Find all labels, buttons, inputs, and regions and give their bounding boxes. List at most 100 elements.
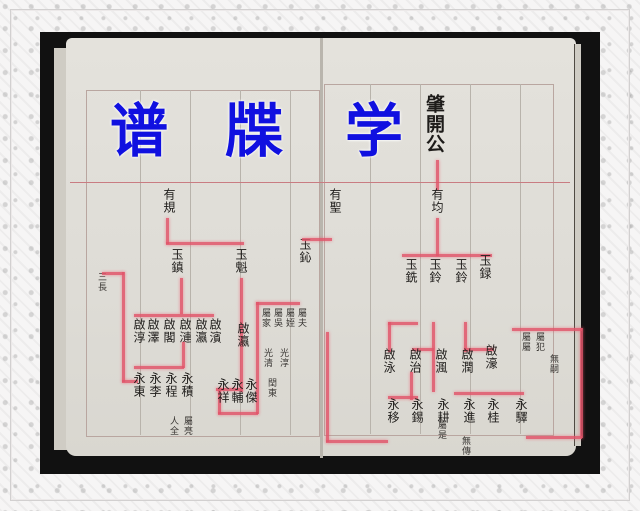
genealogy-book-photo: 谱 牒 学 肇開公 有均 有聖 玉銑 玉鈴 玉鈴 玉録 啟泳 啟治 啟渢 啟潤 … (40, 32, 600, 474)
gen4-name: 永程 (164, 372, 178, 398)
column-line (370, 84, 371, 434)
right-page-rule-box (324, 84, 554, 436)
gen4-name: 永耕 (436, 398, 450, 424)
note: 光清 (262, 348, 272, 368)
lineage-line (388, 322, 418, 325)
lineage-line (388, 396, 418, 399)
gen4-name: 永移 (386, 398, 400, 424)
gen3-name: 啟澤 (146, 318, 160, 344)
column-line (420, 84, 421, 434)
column-line (140, 90, 141, 435)
lineage-line (134, 366, 184, 369)
gen2-name: 玉鈊 (298, 238, 312, 264)
gen4-name: 永祥 (216, 378, 230, 404)
note: 無傳 (460, 436, 470, 456)
gen4-name: 永桂 (486, 398, 500, 424)
lineage-line (256, 302, 300, 305)
lineage-line (182, 342, 185, 368)
note: 屬吳 (272, 308, 282, 328)
gen1-yousheng: 有聖 (328, 188, 342, 214)
lineage-line (432, 322, 435, 392)
gen3-name: 啟漣 (178, 318, 192, 344)
lineage-line (180, 278, 183, 314)
title-char-pu: 谱 (110, 97, 169, 165)
title-char-die: 牒 (225, 97, 284, 165)
lineage-line (410, 372, 413, 400)
side-note: 三長 (96, 272, 106, 292)
note: 屬姪 (284, 308, 294, 328)
lineage-line (166, 218, 169, 244)
column-line (290, 90, 291, 435)
note: 屬亮 (182, 416, 192, 436)
gen2-name: 玉魁 (234, 248, 248, 274)
gen3-name: 啟濠 (484, 344, 498, 370)
left-page-rule-box (86, 90, 320, 437)
note: 無嗣 (548, 354, 558, 374)
ancestor-name: 肇開公 (423, 94, 445, 154)
gen4-name: 永積 (180, 372, 194, 398)
lineage-line (218, 412, 258, 415)
note: 屬是 (436, 420, 446, 440)
title-char-xue: 学 (345, 97, 404, 165)
lineage-line (526, 436, 582, 439)
right-page (322, 38, 576, 456)
gen3-name: 啟濱 (208, 318, 222, 344)
gen3-name: 啟泳 (382, 348, 396, 374)
lineage-line (412, 348, 434, 351)
gen3-name: 啟淳 (132, 318, 146, 344)
book-page-edges-right (574, 44, 581, 446)
lineage-line (122, 380, 138, 383)
gen4-name: 永李 (148, 372, 162, 398)
gen3-name: 啟閣 (162, 318, 176, 344)
note: 屬家 (260, 308, 270, 328)
gen3-name: 啟潤 (460, 348, 474, 374)
lineage-line (388, 322, 391, 352)
lineage-line (454, 392, 524, 395)
gen2-name: 玉鈴 (454, 258, 468, 284)
column-line (190, 90, 191, 435)
gen2-name: 玉録 (478, 254, 492, 280)
left-page (66, 38, 322, 456)
lineage-line (326, 440, 388, 443)
gen3-name: 啟瀛 (194, 318, 208, 344)
note: 屬夫 (296, 308, 306, 328)
lineage-line (216, 388, 242, 391)
frame-border (10, 9, 630, 501)
lineage-line (302, 238, 332, 241)
lineage-line (326, 332, 329, 442)
column-line (520, 84, 521, 434)
note: 光淳 (278, 348, 288, 368)
lineage-line (580, 328, 583, 438)
note: 閏東 (266, 378, 276, 398)
gen4-name: 永進 (462, 398, 476, 424)
column-line (470, 84, 471, 434)
lineage-line (402, 254, 492, 257)
lineage-line (436, 160, 439, 190)
gen3-name: 啟渢 (434, 348, 448, 374)
lineage-line (464, 348, 494, 351)
lineage-line (512, 328, 582, 331)
note: 屬犯 (534, 332, 544, 352)
lineage-line (166, 242, 244, 245)
gen2-name: 玉鎮 (170, 248, 184, 274)
note: 人全 (168, 416, 178, 436)
lineage-line (256, 302, 259, 414)
gen3-name: 啟瀛 (236, 322, 250, 348)
gen2-name: 玉鈴 (428, 258, 442, 284)
gen2-name: 玉銑 (404, 258, 418, 284)
lineage-line (464, 322, 467, 352)
gen4-name: 永驛 (514, 398, 528, 424)
gen3-name: 啟治 (408, 348, 422, 374)
lineage-line (134, 314, 214, 317)
gen1-youjun: 有均 (430, 188, 444, 214)
lineage-line (102, 272, 124, 275)
lineage-line (218, 388, 221, 414)
gen4-name: 永輔 (230, 378, 244, 404)
column-line (240, 90, 241, 435)
gen4-name: 永東 (132, 372, 146, 398)
gen1-youggui: 有規 (162, 188, 176, 214)
gen4-name: 永錫 (410, 398, 424, 424)
gen4-name: 永傑 (244, 378, 258, 404)
lineage-line (240, 278, 243, 392)
book-spine (320, 38, 323, 458)
